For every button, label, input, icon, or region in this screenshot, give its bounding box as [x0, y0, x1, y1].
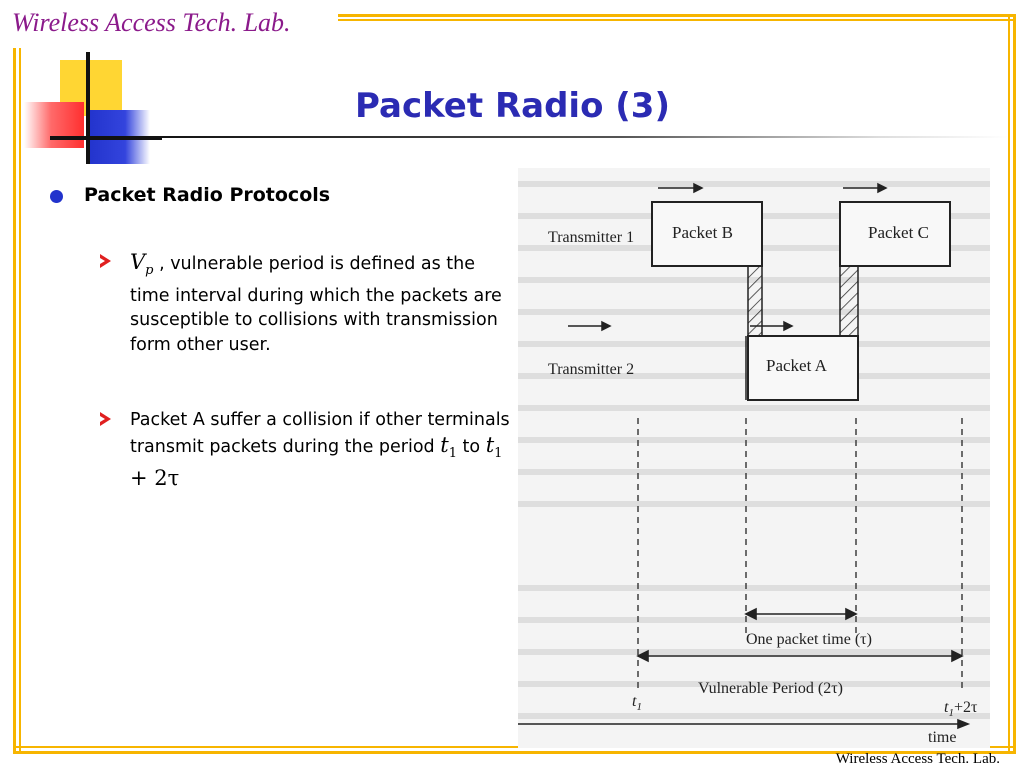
t1-label: t1 [632, 693, 642, 713]
math-symbol: Vp [130, 250, 154, 279]
frame-left-line [13, 48, 16, 754]
t1-plus-2tau-label: t1+2τ [944, 699, 978, 719]
slide-title: Packet Radio (3) [355, 86, 670, 126]
list-item-text: Packet A suffer a collision if other ter… [130, 408, 510, 493]
logo-vertical-line [86, 52, 90, 164]
lab-name-footer: Wireless Access Tech. Lab. [835, 751, 1000, 767]
frame-left-line-inner [19, 48, 21, 754]
logo-horizontal-line [50, 136, 162, 140]
frame-right-line [1013, 14, 1016, 754]
arrow-bullet-icon [100, 412, 111, 426]
transmitter1-label: Transmitter 1 [548, 229, 634, 246]
packet-b-label: Packet B [672, 223, 733, 242]
math-t1: t1 [440, 432, 457, 461]
arrow-bullet-icon [100, 254, 111, 268]
decorative-logo [22, 52, 162, 167]
logo-red-square [24, 102, 84, 148]
frame-right-line-inner [1008, 14, 1010, 754]
section-heading: Packet Radio Protocols [84, 184, 331, 206]
frame-bottom-line [13, 751, 1016, 754]
time-axis-label: time [928, 729, 956, 746]
frame-top-line-inner [338, 19, 1016, 21]
bullet-dot-icon [50, 190, 63, 203]
title-rule [148, 136, 1008, 138]
packet-a-label: Packet A [766, 356, 828, 375]
list-item-body: , vulnerable period is defined as the ti… [130, 254, 502, 355]
timing-dashed-lines [637, 418, 963, 688]
connector-word: to [462, 436, 481, 457]
timing-diagram-svg: Transmitter 1 Packet B Packet C Transmit… [518, 181, 990, 746]
one-packet-time-label: One packet time (τ) [746, 631, 872, 648]
frame-bottom-line-inner [13, 746, 1016, 748]
lab-name-header: Wireless Access Tech. Lab. [12, 8, 291, 37]
transmitter2-label: Transmitter 2 [548, 361, 634, 378]
math-t1-plus-2tau: t1 + 2τ [130, 432, 503, 491]
packet-c-label: Packet C [868, 223, 929, 242]
list-item-body: Packet A suffer a collision if other ter… [130, 410, 510, 457]
timing-diagram: Transmitter 1 Packet B Packet C Transmit… [518, 168, 990, 748]
list-item-text: Vp , vulnerable period is defined as the… [130, 250, 510, 357]
frame-top-line [338, 14, 1016, 17]
vulnerable-period-label: Vulnerable Period (2τ) [698, 680, 843, 697]
